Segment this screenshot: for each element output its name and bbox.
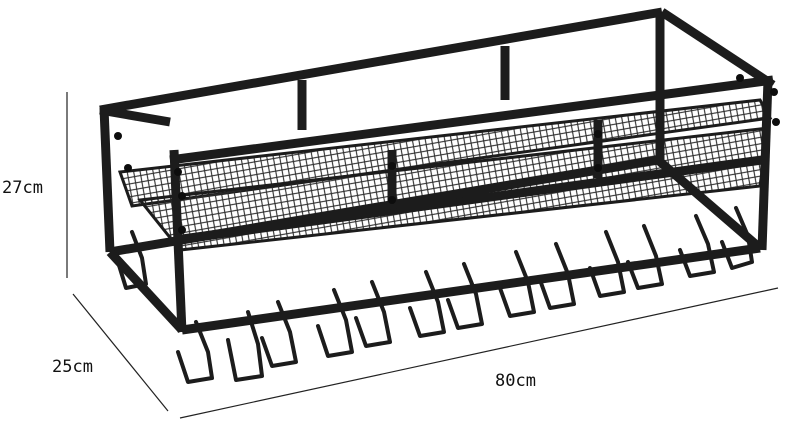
rack-frame <box>99 7 776 335</box>
width-dimension-line <box>179 287 779 419</box>
glass-hanger-rails <box>116 206 754 384</box>
depth-label: 25cm <box>52 357 93 377</box>
depth-dimension-line <box>72 293 169 412</box>
dimension-lines <box>66 92 779 419</box>
frame-bolts <box>114 74 780 234</box>
width-label: 80cm <box>495 371 536 391</box>
height-label: 27cm <box>2 178 43 198</box>
